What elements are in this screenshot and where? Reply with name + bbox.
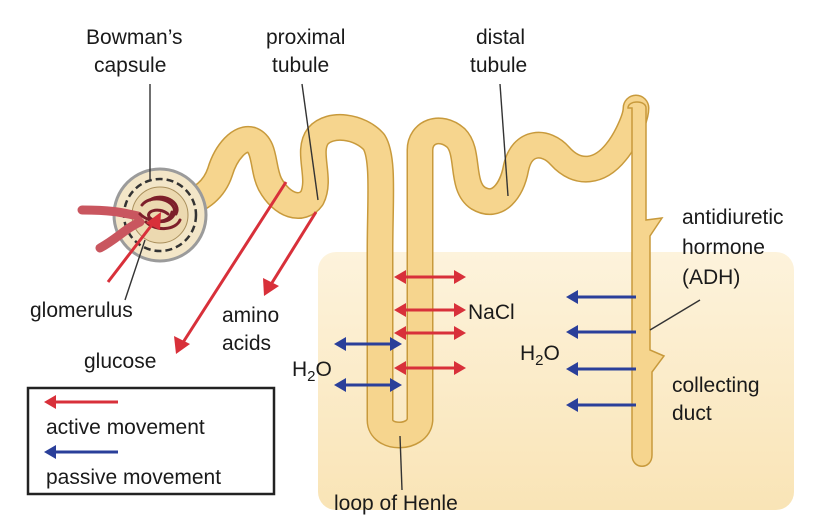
h2o-loop-arrow-2 bbox=[334, 378, 402, 392]
label-adh-1: antidiuretic bbox=[682, 206, 784, 229]
h2o-duct-arrow-3 bbox=[566, 362, 636, 376]
legend: active movement passive movement bbox=[26, 386, 276, 496]
glomerulus-arrow bbox=[106, 212, 161, 283]
nacl-arrow-4 bbox=[394, 361, 466, 375]
label-amino-2: acids bbox=[222, 332, 271, 355]
nephron-tubule bbox=[172, 94, 650, 449]
glomerulus-vessels bbox=[77, 195, 182, 253]
label-bowmans-2: capsule bbox=[94, 54, 166, 77]
label-collecting-1: collecting bbox=[672, 374, 760, 397]
nacl-arrow-3 bbox=[394, 326, 466, 340]
h2o-duct-arrow-2 bbox=[566, 325, 636, 339]
legend-active-arrow bbox=[44, 395, 118, 409]
nacl-arrow-1 bbox=[394, 270, 466, 284]
legend-passive-label: passive movement bbox=[46, 466, 221, 489]
legend-active-label: active movement bbox=[46, 416, 205, 439]
collecting-duct bbox=[627, 101, 666, 467]
nacl-arrow-2 bbox=[394, 303, 466, 317]
label-distal-2: tubule bbox=[470, 54, 527, 77]
h2o-duct-arrow-4 bbox=[566, 398, 636, 412]
amino-acids-arrow bbox=[263, 211, 318, 296]
label-glomerulus: glomerulus bbox=[30, 299, 133, 322]
glucose-arrow bbox=[174, 181, 288, 354]
label-proximal-2: tubule bbox=[272, 54, 329, 77]
label-loop-of-henle: loop of Henle bbox=[334, 492, 458, 515]
legend-passive-arrow bbox=[44, 445, 118, 459]
label-nacl: NaCl bbox=[468, 301, 515, 324]
passive-arrows bbox=[334, 290, 636, 412]
label-h2o-left: H2O bbox=[292, 358, 332, 385]
label-h2o-right: H2O bbox=[520, 342, 560, 369]
label-bowmans-1: Bowman’s bbox=[86, 26, 183, 49]
label-collecting-2: duct bbox=[672, 402, 712, 425]
h2o-loop-arrow-1 bbox=[334, 337, 402, 351]
label-distal-1: distal bbox=[476, 26, 525, 49]
label-glucose: glucose bbox=[84, 350, 156, 373]
h2o-duct-arrow-1 bbox=[566, 290, 636, 304]
label-proximal-1: proximal bbox=[266, 26, 345, 49]
label-amino-1: amino bbox=[222, 304, 279, 327]
medulla-region bbox=[318, 252, 794, 510]
label-adh-2: hormone bbox=[682, 236, 765, 259]
label-adh-3: (ADH) bbox=[682, 266, 740, 289]
leader-lines bbox=[124, 83, 701, 491]
active-arrows bbox=[106, 181, 466, 375]
